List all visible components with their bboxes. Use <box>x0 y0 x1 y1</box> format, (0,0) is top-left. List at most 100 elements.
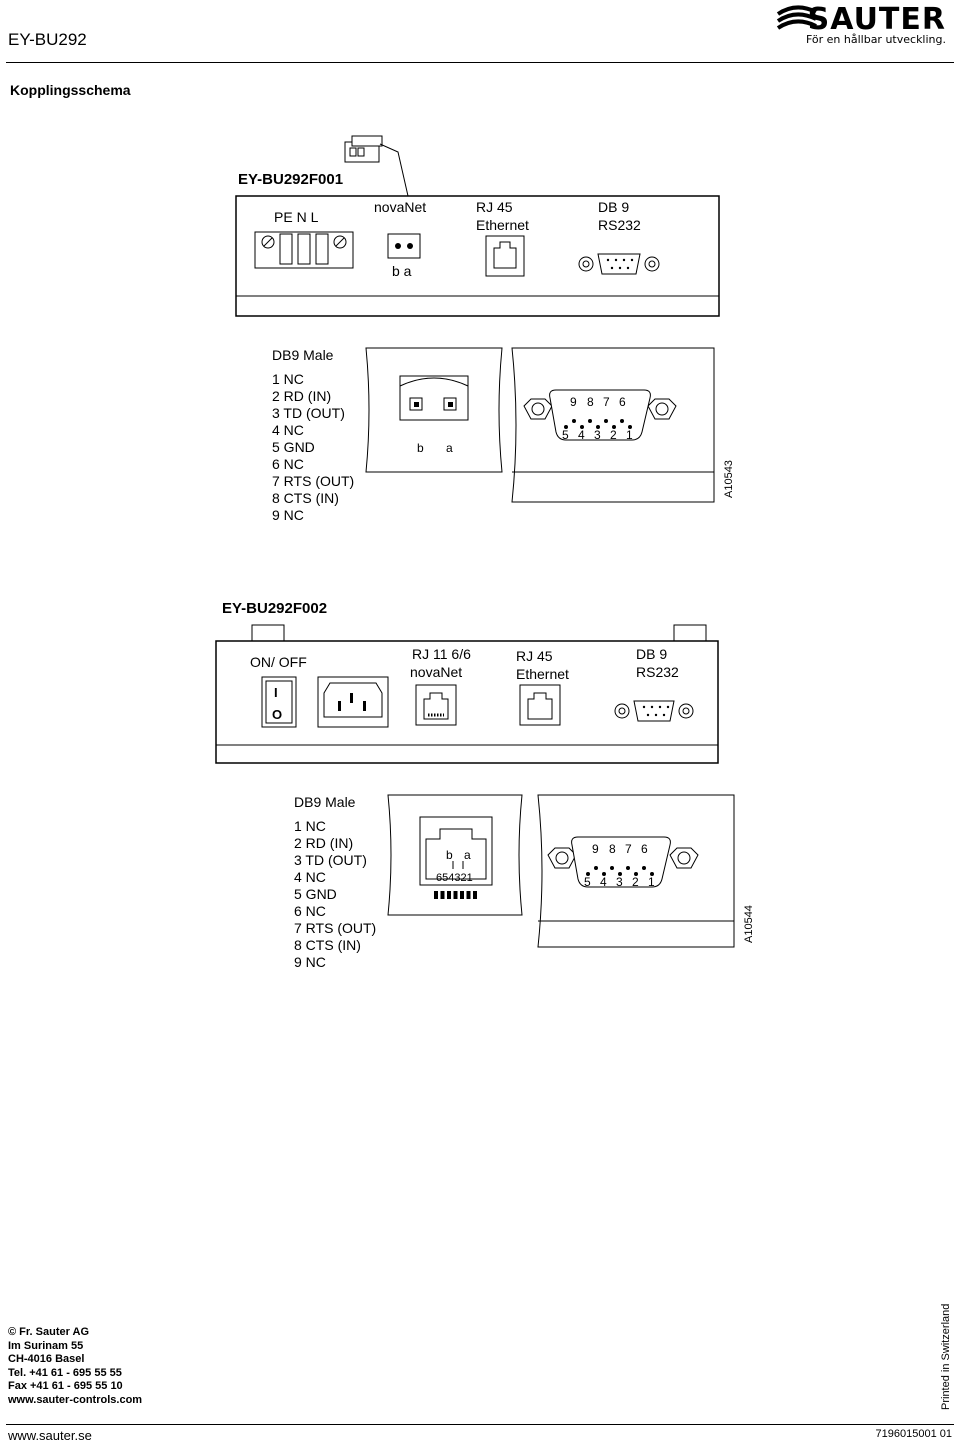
db9-pin-label: 1 <box>648 875 655 889</box>
novanet-connector <box>387 233 421 259</box>
document-title: EY-BU292 <box>8 30 87 49</box>
section-title: Kopplingsschema <box>10 82 131 98</box>
power-switch-icon <box>261 676 297 728</box>
device-tab-left <box>251 624 285 642</box>
db9-pin-label: 3 <box>594 428 601 442</box>
address-line: CH-4016 Basel <box>8 1353 85 1365</box>
db9-pin-label: 4 <box>600 875 607 889</box>
address-line: Fax +41 61 - 695 55 10 <box>8 1380 123 1392</box>
db9-pin-label: 1 <box>626 428 633 442</box>
detail-a-label: a <box>446 441 453 455</box>
pinout-item: 3 TD (OUT) <box>294 852 367 868</box>
db9-pin-label: 5 <box>562 428 569 442</box>
novanet-label: novaNet <box>410 664 462 680</box>
rj11-b-label: b <box>446 848 453 862</box>
pinout-list-f001: 1 NC 2 RD (IN) 3 TD (OUT) 4 NC 5 GND 6 N… <box>272 371 354 523</box>
power-inlet-icon <box>317 676 389 728</box>
pinout-item: 5 GND <box>272 439 315 455</box>
address-line: Tel. +41 61 - 695 55 55 <box>8 1366 122 1379</box>
novanet-pins-label: b a <box>392 263 412 279</box>
db9-pin-label: 6 <box>641 842 648 856</box>
db9-pin-label: 9 <box>570 395 577 409</box>
switch-label: ON/ OFF <box>250 654 307 670</box>
db9-pin-label: 2 <box>632 875 639 889</box>
brand-tagline: För en hållbar utveckling. <box>805 33 946 46</box>
db9-pin-label: 9 <box>592 842 599 856</box>
header-rule <box>6 62 954 63</box>
model-f001-label: EY-BU292F001 <box>238 171 343 188</box>
rj45-port-icon <box>519 684 561 726</box>
pinout-item: 9 NC <box>294 954 326 970</box>
company-address: © Fr. Sauter AG Im Surinam 55 CH-4016 Ba… <box>8 1326 142 1407</box>
ethernet-label: Ethernet <box>476 217 529 233</box>
db9-pin-label: 3 <box>616 875 623 889</box>
rj45-port-icon <box>485 235 525 277</box>
pinout-item: 7 RTS (OUT) <box>294 920 376 936</box>
db9-pin-label: 2 <box>610 428 617 442</box>
detail-panel-f001 <box>365 347 715 503</box>
db9-pin-label: 8 <box>587 395 594 409</box>
ethernet-label: Ethernet <box>516 666 569 682</box>
db9-pin-label: 6 <box>619 395 626 409</box>
pinout-item: 6 NC <box>272 456 304 472</box>
rj11-port-icon <box>415 684 457 726</box>
pinout-item: 1 NC <box>272 371 304 387</box>
document-code: 7196015001 01 <box>875 1428 952 1440</box>
rj45-label: RJ 45 <box>516 648 553 664</box>
pinout-item: 6 NC <box>294 903 326 919</box>
db9-pin-label: 7 <box>625 842 632 856</box>
db9-pin-label: 4 <box>578 428 585 442</box>
figure-id-label: A10543 <box>723 460 735 498</box>
rj11-pins-label: 654321 <box>436 872 473 884</box>
address-line: www.sauter-controls.com <box>8 1393 143 1406</box>
pinout-item: 4 NC <box>272 422 304 438</box>
novanet-label: novaNet <box>374 199 426 215</box>
pinout-title: DB9 Male <box>272 347 334 363</box>
db9-pin-label: 8 <box>609 842 616 856</box>
figure-id-label: A10544 <box>743 905 755 943</box>
pinout-item: 8 CTS (IN) <box>272 490 339 506</box>
db9-port-icon <box>578 253 660 275</box>
plug-connector-icon <box>344 135 409 197</box>
power-terminal-block <box>254 231 354 269</box>
pinout-list-f002: 1 NC 2 RD (IN) 3 TD (OUT) 4 NC 5 GND 6 N… <box>294 818 376 970</box>
footer-website: www.sauter.se <box>8 1428 92 1443</box>
detail-panel-f002 <box>387 794 735 948</box>
wiring-diagram-f001: EY-BU292F001 PE N L novaNet b a RJ 45 Et… <box>235 135 735 523</box>
rj11-a-label: a <box>464 848 471 862</box>
db9-label: DB 9 <box>636 646 667 662</box>
model-f002-label: EY-BU292F002 <box>222 600 327 617</box>
wiring-diagram-f002: EY-BU292F002 ON/ OFF I O RJ 11 6/6 novaN… <box>215 600 755 970</box>
rs232-label: RS232 <box>636 664 679 680</box>
switch-on-label: I <box>274 685 278 700</box>
brand-name: SAUTER <box>807 2 946 37</box>
swoosh-icon <box>776 5 817 30</box>
pinout-item: 5 GND <box>294 886 337 902</box>
rj11-label: RJ 11 6/6 <box>412 646 471 662</box>
pinout-item: 1 NC <box>294 818 326 834</box>
device-tab-right <box>673 624 707 642</box>
pinout-item: 9 NC <box>272 507 304 523</box>
switch-off-label: O <box>272 707 282 722</box>
pinout-item: 4 NC <box>294 869 326 885</box>
power-terminals-label: PE N L <box>274 209 319 225</box>
rs232-label: RS232 <box>598 217 641 233</box>
address-line: © Fr. Sauter AG <box>8 1326 90 1338</box>
pinout-item: 2 RD (IN) <box>272 388 331 404</box>
pinout-item: 3 TD (OUT) <box>272 405 345 421</box>
pinout-item: 8 CTS (IN) <box>294 937 361 953</box>
pinout-title: DB9 Male <box>294 794 356 810</box>
device-front-base <box>235 295 720 317</box>
detail-b-label: b <box>417 441 424 455</box>
printed-in-note: Printed in Switzerland <box>940 1303 952 1410</box>
address-line: Im Surinam 55 <box>8 1339 84 1352</box>
rj45-label: RJ 45 <box>476 199 513 215</box>
db9-pin-label: 5 <box>584 875 591 889</box>
sauter-logo: SAUTER För en hållbar utveckling. <box>772 0 952 48</box>
db9-pin-label: 7 <box>603 395 610 409</box>
db9-port-icon <box>614 700 694 722</box>
pinout-item: 2 RD (IN) <box>294 835 353 851</box>
pinout-item: 7 RTS (OUT) <box>272 473 354 489</box>
footer-rule <box>6 1424 954 1425</box>
db9-label: DB 9 <box>598 199 629 215</box>
